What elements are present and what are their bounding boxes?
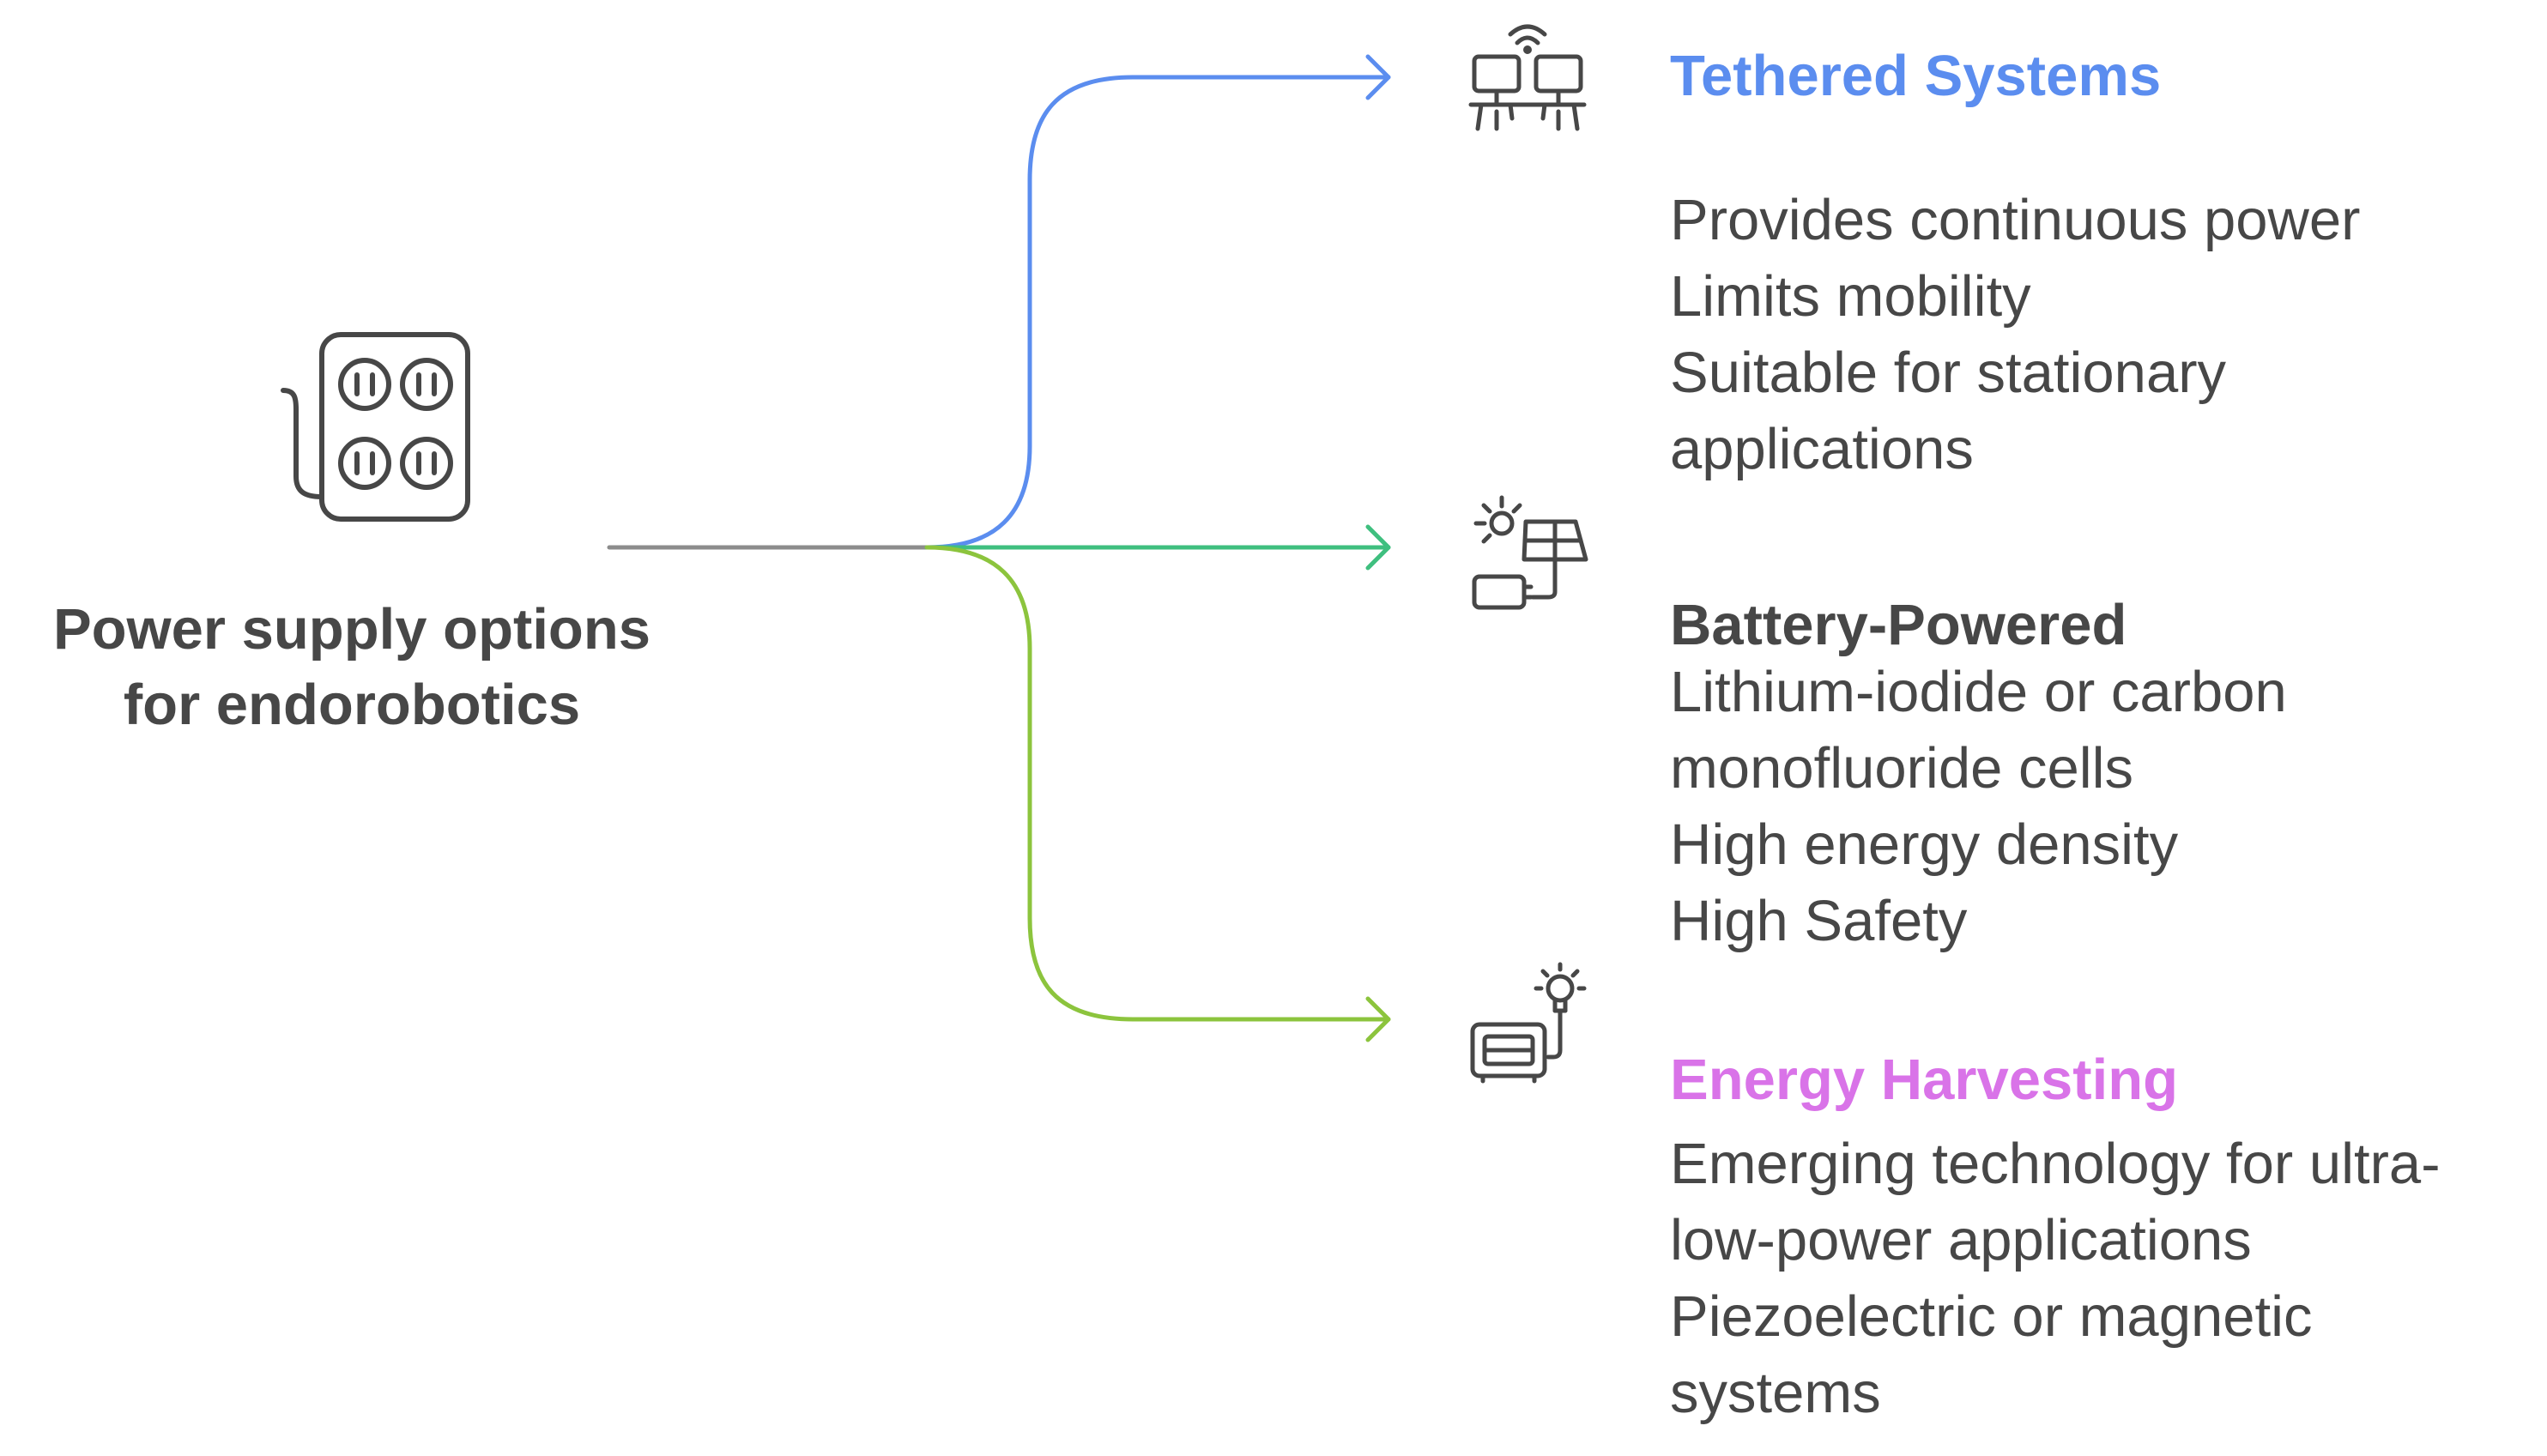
branch-line-tethered (924, 75, 1391, 550)
desc-line: low-power applications (1670, 1208, 2252, 1272)
branch-desc-harvesting: Emerging technology for ultra- low-power… (1670, 1126, 2441, 1431)
generator-bulb-icon (1466, 961, 1594, 1090)
desc-line: Piezoelectric or magnetic (1670, 1284, 2313, 1349)
desc-line: applications (1670, 417, 1974, 481)
root-title-line-2: for endorobotics (123, 673, 581, 737)
branch-line-harvesting (924, 545, 1391, 1022)
solar-battery-icon (1469, 491, 1589, 611)
desc-line: Limits mobility (1670, 264, 2031, 329)
desc-line: High energy density (1670, 813, 2179, 877)
networked-computers-icon (1467, 17, 1588, 137)
branch-arrow-harvesting (1365, 996, 1391, 1042)
desc-line: Lithium-iodide or carbon (1670, 660, 2287, 724)
branch-desc-tethered: Provides continuous power Limits mobilit… (1670, 182, 2360, 487)
desc-line: Suitable for stationary (1670, 341, 2227, 405)
branch-arrow-battery (1365, 524, 1391, 571)
branch-title-battery: Battery-Powered (1670, 593, 2127, 657)
branch-desc-battery: Lithium-iodide or carbon monofluoride ce… (1670, 654, 2287, 959)
branch-title-tethered: Tethered Systems (1670, 44, 2162, 108)
desc-line: Provides continuous power (1670, 188, 2361, 252)
desc-line: Emerging technology for ultra- (1670, 1132, 2441, 1196)
branch-title-harvesting: Energy Harvesting (1670, 1048, 2179, 1112)
branch-arrow-tethered (1365, 54, 1391, 100)
desc-line: systems (1670, 1361, 1881, 1425)
power-strip-icon (279, 330, 476, 528)
root-title-line-1: Power supply options (52, 597, 651, 662)
root-title: Power supply options for endorobotics (0, 592, 704, 743)
desc-line: High Safety (1670, 889, 1968, 953)
desc-line: monofluoride cells (1670, 736, 2133, 800)
